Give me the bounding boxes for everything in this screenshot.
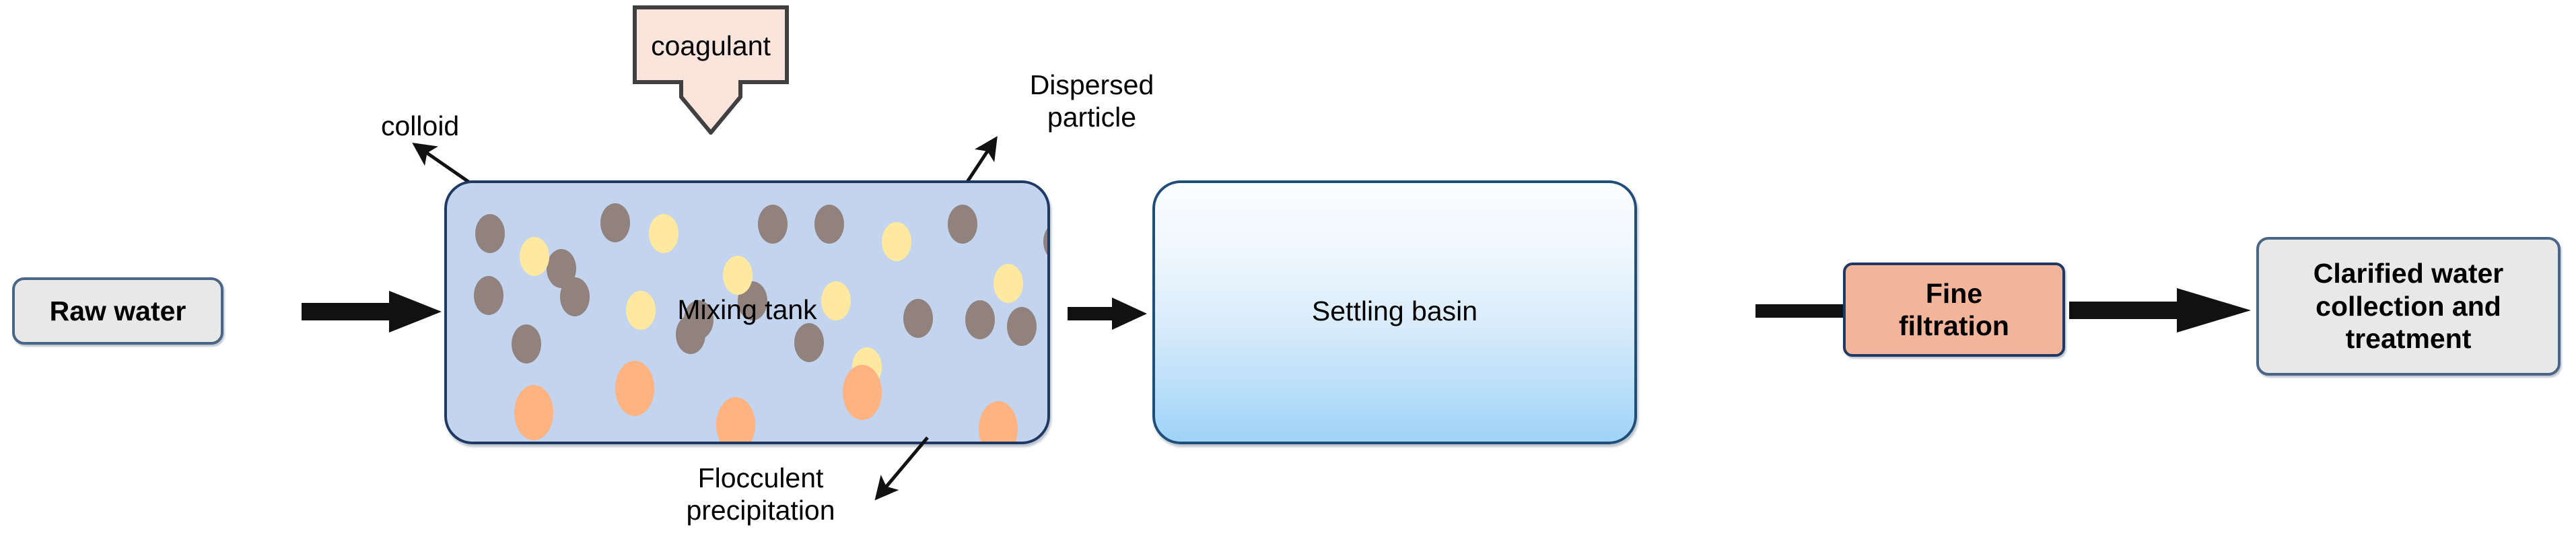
coagulant-label: coagulant [651,30,771,61]
dispersed-particle [821,281,851,320]
coagulant-label-wrap: coagulant [633,5,789,86]
dispersed-particle-label-line2: particle [1047,102,1137,133]
dispersed-particle [626,291,656,330]
dispersed-particle-label-line1: Dispersed [1029,69,1154,100]
callout-colloid: colloid [381,108,549,144]
raw-water-label: Raw water [49,295,186,326]
colloid-particle [794,323,824,362]
connector-mixing-tank-to-settling-basin [1068,298,1148,330]
floc-particle [615,361,654,416]
dispersed-particle [882,222,911,261]
colloid-particle [965,300,995,339]
mixing-tank-label-wrap: Mixing tank [444,289,1050,330]
dispersed-particle [994,264,1023,303]
colloid-particle [1007,307,1037,346]
floc-particle [716,397,755,442]
input-coagulant[interactable] [633,5,789,135]
fine-filtration-label-line2: filtration [1899,310,2009,341]
connector-fine-filtration-to-clarified-water [2069,287,2258,334]
colloid-particle [475,214,505,253]
dispersed-particle [520,237,549,276]
colloid-particle [1043,222,1047,261]
colloid-particle [600,203,630,242]
colloid-particle [903,299,933,338]
stage-mixing-tank[interactable] [444,180,1050,444]
floc-particle [979,401,1018,442]
flocculent-label-line2: precipitation [686,495,835,526]
settling-basin-label: Settling basin [1311,295,1478,326]
colloid-particle [676,315,705,354]
clarified-water-label-line3: treatment [2345,323,2472,355]
colloid-label: colloid [381,110,460,141]
floc-particle [514,385,553,440]
stage-raw-water[interactable]: Raw water [12,277,223,345]
colloid-particle [560,277,590,316]
colloid-particle [474,276,503,315]
floc-particle [843,365,882,420]
settling-basin-label-wrap: Settling basin [1152,291,1637,331]
dispersed-particle [649,214,678,253]
colloid-particle [814,205,844,244]
mixing-tank-label: Mixing tank [677,293,817,325]
flocculent-label-line1: Flocculent [697,462,824,493]
clarified-water-label-line1: Clarified water [2313,258,2504,289]
colloid-particle [758,205,788,244]
callout-dispersed-particle: Dispersed particle [991,69,1193,144]
stage-clarified-water-collection[interactable]: Clarified water collection and treatment [2256,237,2561,376]
fine-filtration-label-line1: Fine [1925,277,1983,309]
stage-fine-filtration[interactable]: Fine filtration [1843,263,2065,357]
leader-line-flocculent-precipitation [856,429,944,517]
callout-flocculent-precipitation: Flocculent precipitation [626,462,895,543]
connector-settling-basin-to-fine-filtration [1755,302,1850,320]
colloid-particle [512,324,541,363]
connector-raw-water-to-mixing-tank [302,291,443,333]
stage-settling-basin[interactable] [1152,180,1637,444]
dispersed-particle [723,256,753,295]
clarified-water-label-line2: collection and [2316,290,2501,322]
colloid-particle [948,205,977,244]
